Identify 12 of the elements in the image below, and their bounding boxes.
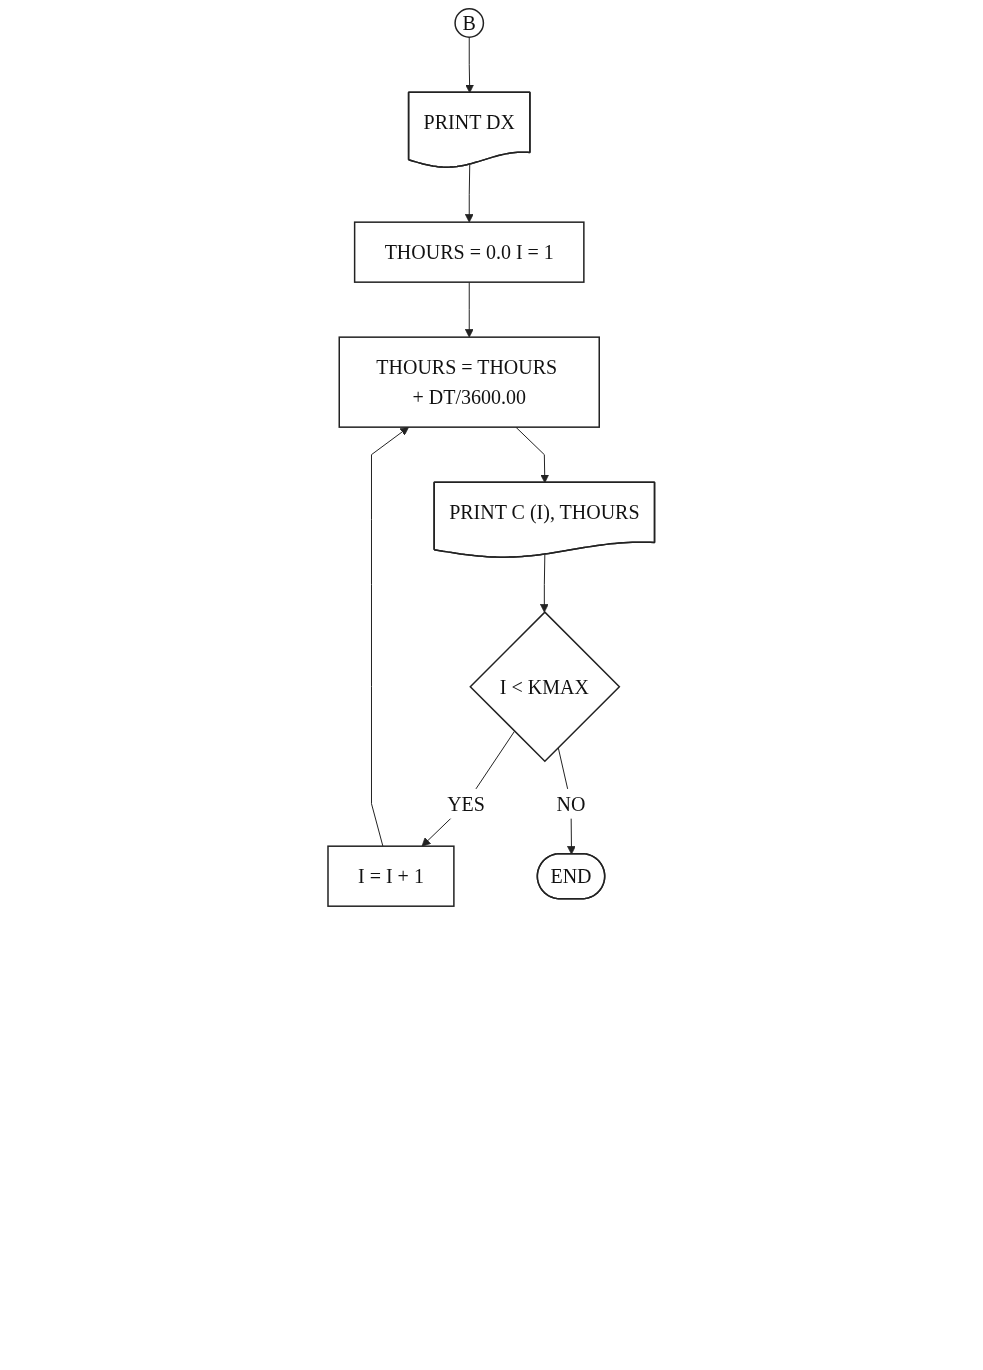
arrow xyxy=(421,730,516,847)
edge-label: NO xyxy=(556,792,586,815)
node-circle: B xyxy=(454,8,485,38)
arrow xyxy=(465,164,474,223)
arrow xyxy=(540,554,549,613)
node-box: THOURS = 0.0 I = 1 xyxy=(354,221,585,283)
node-diamond: I < KMAX xyxy=(469,611,621,763)
arrow xyxy=(465,281,474,338)
edge-label: YES xyxy=(447,792,486,815)
node-box: THOURS = THOURS + DT/3600.00 xyxy=(338,336,601,428)
node-box: I = I + 1 xyxy=(327,845,455,907)
arrow xyxy=(371,426,410,847)
